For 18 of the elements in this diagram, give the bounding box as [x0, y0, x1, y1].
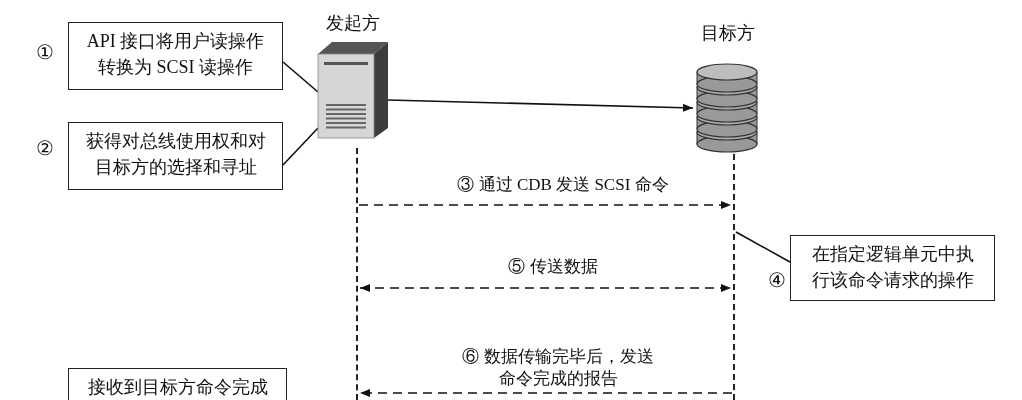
note-box: API 接口将用户读操作转换为 SCSI 读操作 [68, 22, 283, 90]
leader-line [282, 61, 319, 93]
arrow [359, 389, 733, 397]
arrow [387, 99, 694, 112]
note-box: 接收到目标方命令完成 [68, 368, 287, 400]
step-number: ④ [768, 268, 786, 292]
leader-line [282, 127, 319, 166]
lifeline [733, 154, 735, 400]
arrow [359, 284, 732, 292]
participant-label: 目标方 [700, 22, 756, 44]
leader-line [735, 231, 791, 263]
step-number: ① [36, 40, 54, 64]
participant-label: 发起方 [325, 12, 381, 34]
note-box: 获得对总线使用权和对目标方的选择和寻址 [68, 122, 283, 190]
note-box: 在指定逻辑单元中执行该命令请求的操作 [790, 235, 995, 301]
step-number: ② [36, 136, 54, 160]
lifeline [356, 148, 358, 400]
arrow [358, 201, 732, 209]
